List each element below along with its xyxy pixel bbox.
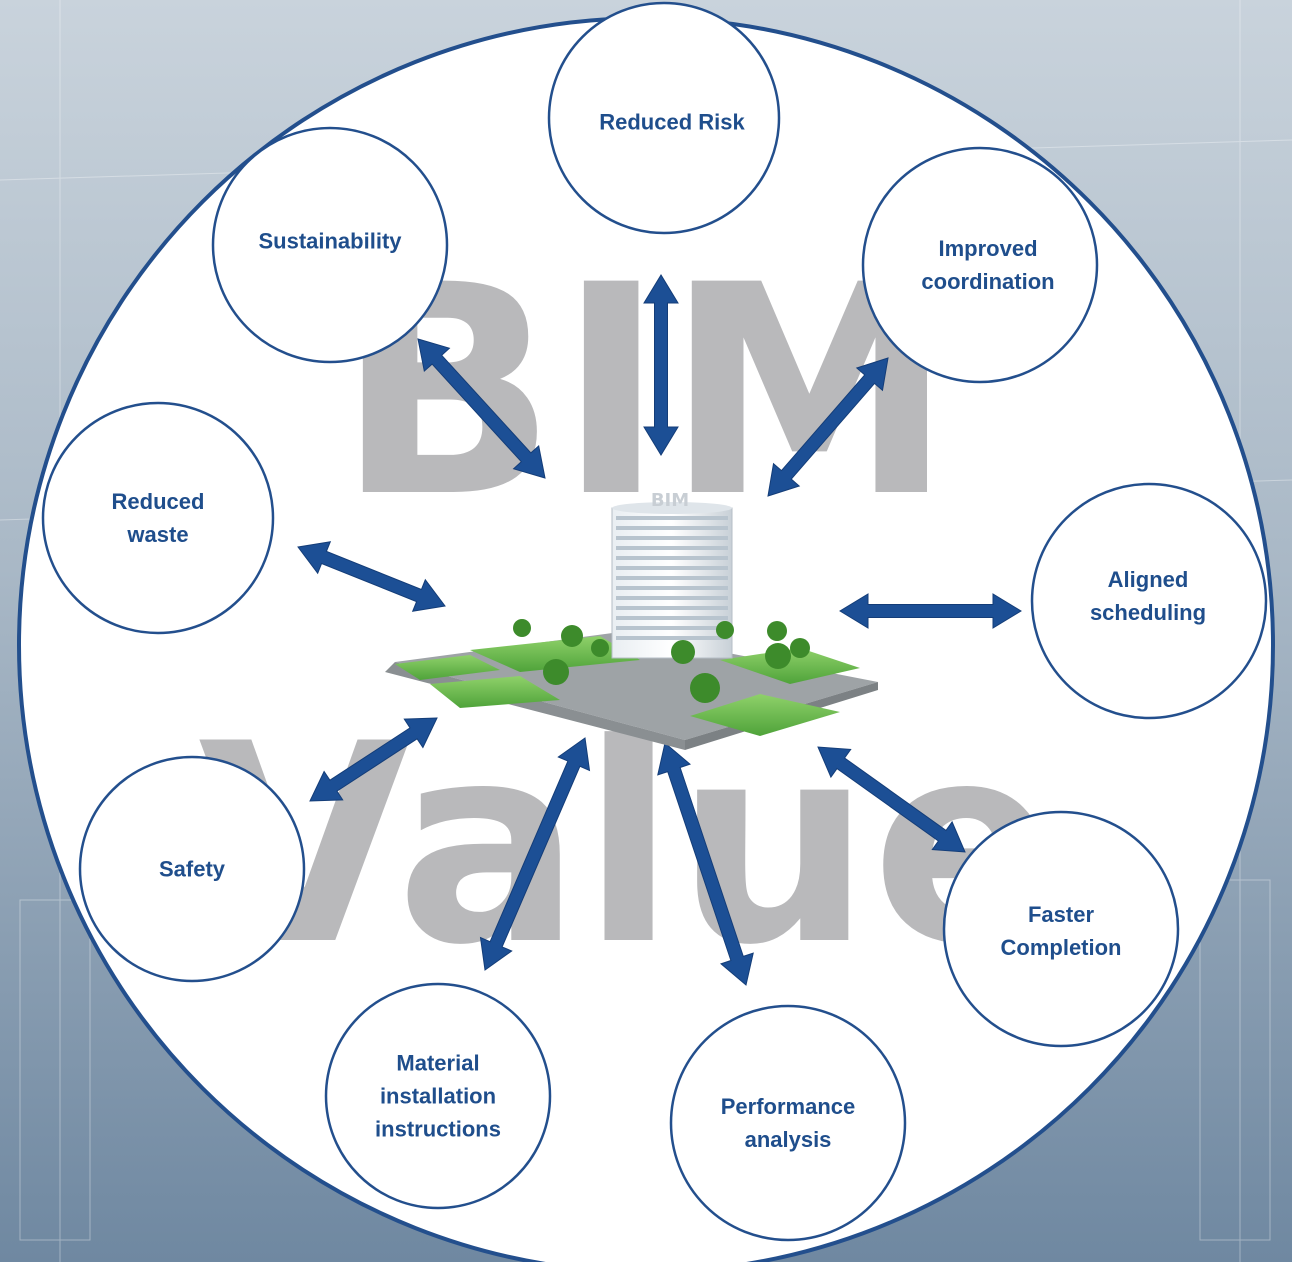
arrow-performance-analysis bbox=[657, 742, 754, 986]
node-circle-material-installation-instructions bbox=[324, 982, 552, 1210]
tower-window-row bbox=[616, 586, 728, 590]
grass-patch bbox=[690, 694, 840, 736]
node-circles bbox=[41, 1, 1268, 1242]
node-circle-safety bbox=[78, 755, 306, 983]
node-label-safety: Safety bbox=[158, 856, 226, 882]
node-circle-improved-coordination bbox=[861, 146, 1099, 384]
node-circle-sustainability bbox=[211, 126, 449, 364]
tower-window-row bbox=[616, 546, 728, 550]
arrow-aligned-scheduling bbox=[839, 593, 1022, 629]
center-bim-label: BIM bbox=[651, 490, 689, 511]
center-building-illustration: BIM bbox=[385, 490, 878, 750]
node-circle-reduced-risk bbox=[547, 1, 781, 235]
grass-patch bbox=[395, 655, 500, 680]
watermark-value: Value bbox=[198, 685, 1058, 1005]
node-circle-performance-analysis bbox=[669, 1004, 907, 1242]
node-circle-aligned-scheduling bbox=[1030, 482, 1268, 720]
tower-window-row bbox=[616, 536, 728, 540]
arrow-improved-coordination bbox=[767, 357, 889, 497]
node-label-faster-completion: Faster Completion bbox=[1000, 902, 1122, 960]
node-circle-faster-completion bbox=[942, 810, 1180, 1048]
tower-window-row bbox=[616, 626, 728, 630]
arrows-group bbox=[297, 274, 1022, 986]
node-label-aligned-scheduling: Aligned scheduling bbox=[1089, 567, 1207, 625]
node-label-improved-coordination: Improved coordination bbox=[921, 236, 1055, 294]
node-label-reduced-risk: Reduced Risk bbox=[599, 109, 745, 135]
node-label-reduced-waste: Reduced waste bbox=[111, 489, 205, 547]
tower-window-row bbox=[616, 526, 728, 530]
node-circle-reduced-waste bbox=[41, 401, 275, 635]
grass-patch bbox=[720, 648, 860, 684]
arrow-sustainability bbox=[417, 338, 546, 479]
tower-window-row bbox=[616, 556, 728, 560]
tower-window-row bbox=[616, 606, 728, 610]
node-label-material-installation-instructions: Material installation instructions bbox=[375, 1050, 501, 1142]
arrow-faster-completion bbox=[817, 746, 966, 853]
arrow-reduced-waste bbox=[297, 541, 446, 612]
grass-patch bbox=[430, 676, 560, 708]
node-label-sustainability: Sustainability bbox=[258, 228, 402, 254]
tower-window-row bbox=[616, 576, 728, 580]
trees bbox=[513, 619, 810, 703]
tower-window-row bbox=[616, 596, 728, 600]
tower bbox=[611, 507, 733, 659]
tower-window-row bbox=[616, 636, 728, 640]
arrow-material-installation-instructions bbox=[479, 737, 591, 971]
node-label-performance-analysis: Performance analysis bbox=[720, 1094, 856, 1152]
arrow-safety bbox=[309, 717, 438, 802]
arrow-reduced-risk bbox=[643, 274, 679, 456]
tower-window-row bbox=[616, 516, 728, 520]
tower-windows bbox=[616, 516, 728, 640]
tower-window-row bbox=[616, 566, 728, 570]
tower-window-row bbox=[616, 616, 728, 620]
